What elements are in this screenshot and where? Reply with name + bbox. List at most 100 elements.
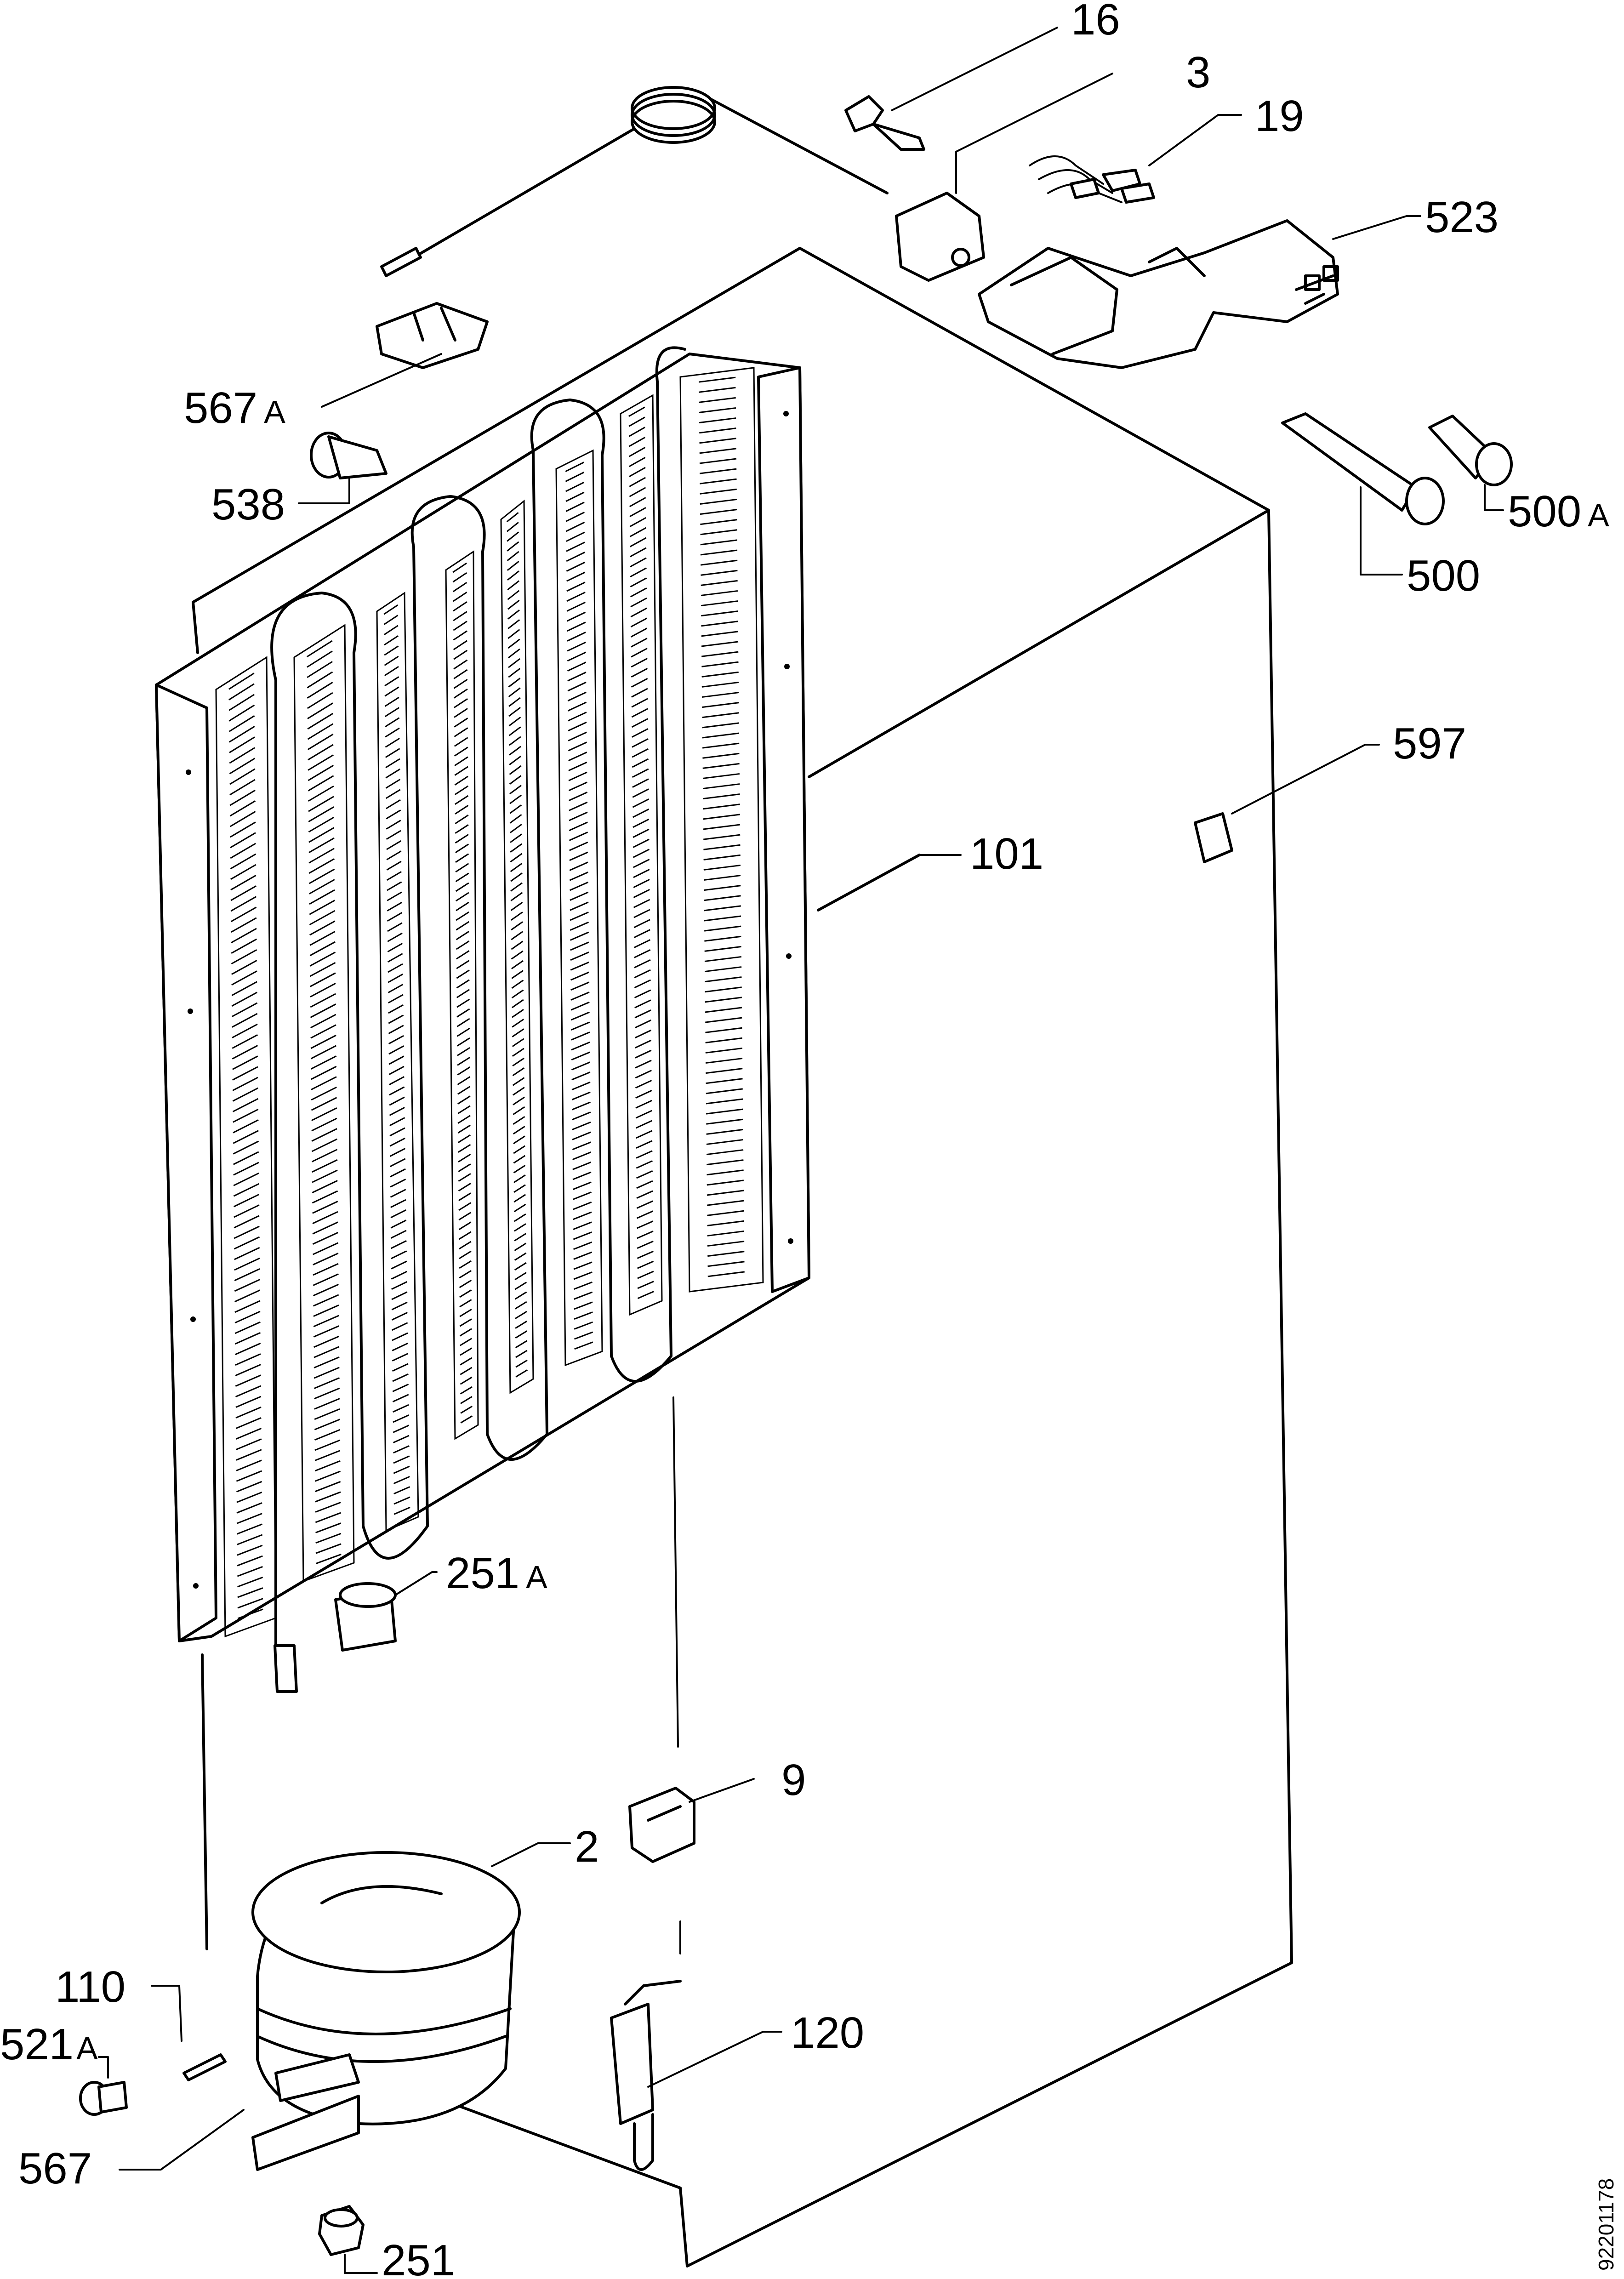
condenser-fin-line: [389, 1148, 406, 1157]
condenser-fin-line: [455, 795, 469, 805]
condenser-fin-line: [392, 1342, 408, 1351]
condenser-fin-line: [233, 1194, 260, 1208]
condenser-fin-line: [629, 477, 646, 487]
condenser-fin-line: [635, 1090, 652, 1099]
leader-101: [817, 854, 962, 911]
condenser-fin-line: [570, 891, 589, 901]
condenser-fin-line: [393, 1445, 410, 1454]
condenser-fin-line: [506, 512, 519, 523]
condenser-fin-line: [705, 1017, 742, 1023]
condenser-fin-line: [308, 785, 334, 802]
condenser-fin-line: [458, 1163, 471, 1173]
condenser-fin-line: [702, 702, 739, 708]
condenser-fin-line: [703, 875, 741, 881]
label-110: 110: [55, 1962, 125, 2011]
condenser-fin-line: [231, 960, 257, 975]
condenser-fin-line: [313, 1263, 339, 1276]
condenser-fin-line: [705, 1047, 743, 1054]
condenser-fin-line: [565, 472, 585, 482]
condenser-fin-line: [703, 834, 741, 840]
condenser-fin-line: [454, 727, 468, 737]
condenser-fin-line: [391, 1250, 407, 1259]
condenser-fin-line: [636, 1150, 653, 1159]
condenser-fin-line: [570, 961, 589, 971]
condenser-fin-line: [460, 1415, 473, 1424]
condenser-fin-line: [388, 1025, 404, 1034]
condenser-fin-line: [567, 651, 587, 662]
condenser-fin-line: [232, 1077, 258, 1091]
condenser-fin-line: [385, 768, 400, 779]
label-16: 16: [1071, 0, 1120, 44]
condenser-fin-line: [700, 468, 737, 474]
condenser-fin-line: [387, 984, 404, 993]
condenser-fin-line: [566, 592, 586, 602]
condenser-fin-line: [513, 1087, 525, 1096]
condenser-fin-line: [637, 1231, 654, 1239]
condenser-fin-strip: [555, 449, 603, 1367]
condenser-fin-line: [703, 854, 741, 860]
condenser-fin-line: [456, 979, 470, 989]
condenser-fin-line: [228, 683, 255, 701]
condenser-fin-line: [392, 1384, 409, 1392]
condenser-fin-line: [700, 498, 737, 505]
condenser-fin-line: [704, 935, 741, 942]
condenser-fin-line: [232, 1066, 258, 1081]
condenser-fin-line: [515, 1359, 528, 1368]
condenser-fin-line: [312, 1221, 338, 1235]
condenser-fin-line: [702, 732, 740, 739]
condenser-fin-line: [633, 909, 650, 918]
condenser-fin-line: [568, 771, 587, 781]
condenser-fin-line: [568, 792, 588, 801]
condenser-fin-line: [393, 1496, 410, 1505]
condenser-fin-line: [458, 1144, 471, 1153]
condenser-fin-line: [387, 953, 403, 963]
condenser-fin-line: [508, 697, 521, 707]
condenser-fin-line: [704, 956, 742, 962]
condenser-fin-line: [507, 541, 519, 552]
condenser-fin-line: [634, 1009, 651, 1019]
condenser-fin-line: [634, 959, 651, 969]
thermostat-capillary: [380, 86, 889, 277]
condenser-fin-line: [456, 1018, 470, 1027]
condenser-fin-line: [308, 848, 335, 864]
condenser-fin-line: [707, 1220, 744, 1226]
condenser-fin-line: [231, 928, 257, 944]
condenser-fin-line: [510, 911, 523, 921]
condenser-fin-line: [454, 746, 468, 757]
condenser-fin-line: [231, 938, 257, 954]
condenser-fin-line: [231, 917, 257, 933]
condenser-fin-line: [230, 853, 256, 870]
condenser-fin-line: [629, 456, 646, 467]
condenser-fin-line: [513, 1164, 526, 1174]
condenser-fin-line: [231, 981, 257, 996]
condenser-fin-line: [573, 1211, 592, 1220]
condenser-fin-line: [566, 601, 586, 612]
condenser-fin-line: [391, 1291, 408, 1300]
condenser-fin-line: [312, 1180, 338, 1193]
condenser-fin-line: [514, 1223, 526, 1232]
condenser-fin-line: [234, 1300, 261, 1313]
condenser-fin-line: [513, 1213, 526, 1222]
condenser-fin-line: [384, 666, 399, 677]
condenser-fin-line: [389, 1076, 405, 1086]
condenser-fin-line: [569, 832, 588, 841]
condenser-fin-line: [235, 1343, 261, 1356]
condenser-fin-line: [700, 478, 737, 484]
condenser-fin-line: [234, 1257, 260, 1271]
condenser-fin-line: [384, 655, 399, 666]
condenser-fin-line: [390, 1199, 406, 1208]
condenser-fin-line: [699, 407, 736, 413]
condenser-fin-line: [630, 607, 647, 618]
condenser-fin-line: [231, 970, 257, 986]
condenser-fin-line: [636, 1200, 653, 1209]
condenser-fin-line: [458, 1202, 472, 1211]
condenser-fin-line: [311, 1065, 337, 1080]
condenser-fin-line: [235, 1353, 261, 1366]
condenser-fin-line: [629, 517, 646, 527]
condenser-fin-line: [628, 437, 646, 447]
condenser-fin-line: [704, 925, 741, 932]
condenser-fin-line: [507, 590, 520, 600]
label-101: 101: [970, 829, 1043, 878]
condenser-fin-line: [631, 708, 649, 718]
condenser-fin-line: [458, 1173, 471, 1182]
